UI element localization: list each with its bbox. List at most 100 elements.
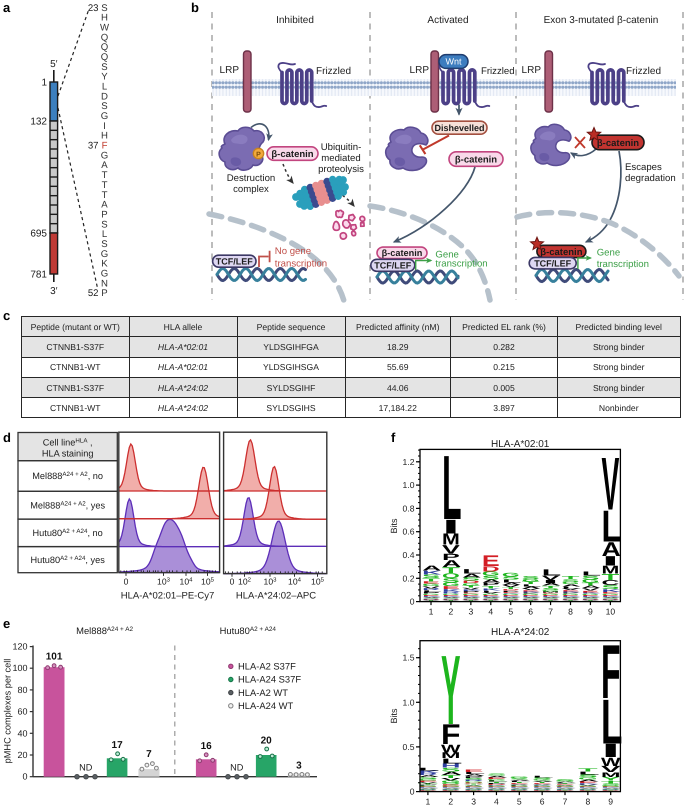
svg-text:R: R: [482, 598, 500, 599]
svg-text:S: S: [522, 575, 540, 580]
svg-text:R: R: [582, 598, 600, 599]
svg-text:V: V: [482, 592, 500, 594]
svg-text:V: V: [562, 588, 580, 591]
svg-text:D: D: [462, 580, 480, 584]
svg-text:Gene: Gene: [435, 250, 458, 261]
svg-text:T: T: [422, 600, 440, 601]
svg-text:L: L: [562, 586, 582, 589]
svg-text:R: R: [442, 598, 460, 599]
svg-text:T: T: [102, 190, 108, 201]
svg-text:A: A: [578, 779, 599, 782]
svg-text:K: K: [502, 596, 521, 597]
svg-text:K: K: [422, 570, 441, 576]
svg-text:HLA-A*24:02: HLA-A*24:02: [491, 627, 550, 638]
svg-text:T: T: [582, 582, 600, 587]
svg-text:M: M: [601, 564, 619, 576]
svg-text:E: E: [532, 786, 552, 787]
svg-text:E: E: [542, 592, 560, 594]
svg-text:S: S: [101, 101, 107, 112]
svg-text:D: D: [422, 599, 440, 600]
svg-text:T: T: [532, 782, 551, 784]
svg-text:A: A: [418, 788, 439, 789]
svg-text:G: G: [582, 593, 600, 595]
svg-text:120: 120: [12, 642, 27, 652]
svg-text:S: S: [418, 777, 438, 780]
svg-text:HLA-A24 S37F: HLA-A24 S37F: [238, 674, 301, 685]
svg-text:E: E: [502, 595, 520, 597]
svg-text:Q: Q: [101, 42, 108, 53]
svg-text:T: T: [562, 575, 580, 580]
svg-text:S: S: [601, 788, 621, 789]
svg-text:L: L: [462, 568, 482, 575]
svg-text:V: V: [442, 542, 460, 556]
svg-text:105: 105: [201, 577, 215, 587]
svg-text:A: A: [582, 597, 601, 598]
svg-text:β-catenin: β-catenin: [540, 247, 582, 258]
svg-text:LRP: LRP: [522, 65, 542, 76]
svg-text:L: L: [418, 767, 439, 772]
svg-text:R: R: [502, 598, 520, 599]
svg-text:Mel888A24 + A2, yes: Mel888A24 + A2, yes: [30, 500, 105, 510]
svg-text:L: L: [442, 437, 462, 539]
svg-text:E: E: [418, 786, 438, 787]
svg-text:M: M: [442, 530, 460, 548]
svg-text:D: D: [578, 790, 598, 791]
svg-text:E: E: [442, 595, 460, 597]
svg-text:132: 132: [30, 117, 47, 128]
svg-text:Mel888A24 + A2: Mel888A24 + A2: [76, 625, 133, 636]
svg-text:D: D: [442, 599, 460, 600]
svg-text:A: A: [522, 597, 541, 598]
svg-text:S: S: [510, 778, 530, 780]
svg-text:S: S: [562, 598, 580, 599]
svg-text:1: 1: [41, 78, 47, 89]
svg-text:M: M: [601, 771, 621, 778]
svg-text:G: G: [601, 785, 620, 787]
svg-text:G: G: [510, 776, 529, 778]
svg-text:R: R: [422, 598, 440, 599]
svg-text:40: 40: [17, 728, 27, 738]
svg-text:Exon 3-mutated β-catenin: Exon 3-mutated β-catenin: [544, 15, 659, 26]
svg-text:D: D: [487, 784, 507, 785]
svg-text:LRP: LRP: [410, 65, 430, 76]
svg-text:Dishevelled: Dishevelled: [434, 123, 484, 133]
svg-text:T: T: [102, 170, 108, 181]
svg-text:P: P: [442, 552, 460, 562]
svg-text:695: 695: [30, 229, 47, 240]
svg-text:S: S: [555, 779, 575, 781]
svg-text:E: E: [601, 591, 619, 594]
svg-text:A: A: [502, 597, 521, 598]
svg-text:L: L: [502, 579, 522, 584]
svg-text:I: I: [542, 579, 560, 584]
svg-text:D: D: [601, 599, 619, 600]
svg-text:R: R: [522, 598, 540, 599]
svg-text:T: T: [464, 783, 483, 785]
svg-text:HLA-A*24:02–APC: HLA-A*24:02–APC: [236, 591, 316, 602]
svg-text:E: E: [441, 784, 461, 786]
svg-text:G: G: [422, 583, 440, 587]
svg-text:K: K: [462, 589, 481, 592]
svg-text:G: G: [101, 268, 108, 279]
svg-text:pMHC complexes per cell: pMHC complexes per cell: [3, 659, 13, 764]
svg-text:K: K: [542, 596, 561, 597]
svg-text:Bits: Bits: [389, 708, 399, 724]
svg-text:G: G: [582, 578, 600, 583]
svg-text:T: T: [462, 585, 480, 588]
svg-text:Activated: Activated: [427, 15, 468, 26]
svg-text:100: 100: [12, 663, 27, 673]
svg-text:E: E: [464, 786, 484, 787]
svg-text:104: 104: [180, 577, 194, 587]
svg-text:S: S: [510, 788, 530, 789]
svg-text:L: L: [441, 757, 462, 765]
svg-text:β-catenin: β-catenin: [271, 149, 313, 160]
svg-text:M: M: [441, 751, 461, 760]
svg-text:S: S: [542, 587, 560, 590]
svg-text:E: E: [422, 595, 440, 597]
svg-text:T: T: [601, 572, 619, 582]
svg-text:L: L: [102, 229, 108, 240]
svg-text:9: 9: [608, 797, 613, 806]
svg-text:No gene: No gene: [275, 246, 311, 257]
svg-text:V: V: [442, 600, 460, 601]
svg-text:0: 0: [230, 577, 235, 587]
svg-text:K: K: [582, 596, 601, 597]
svg-text:S: S: [442, 598, 460, 599]
